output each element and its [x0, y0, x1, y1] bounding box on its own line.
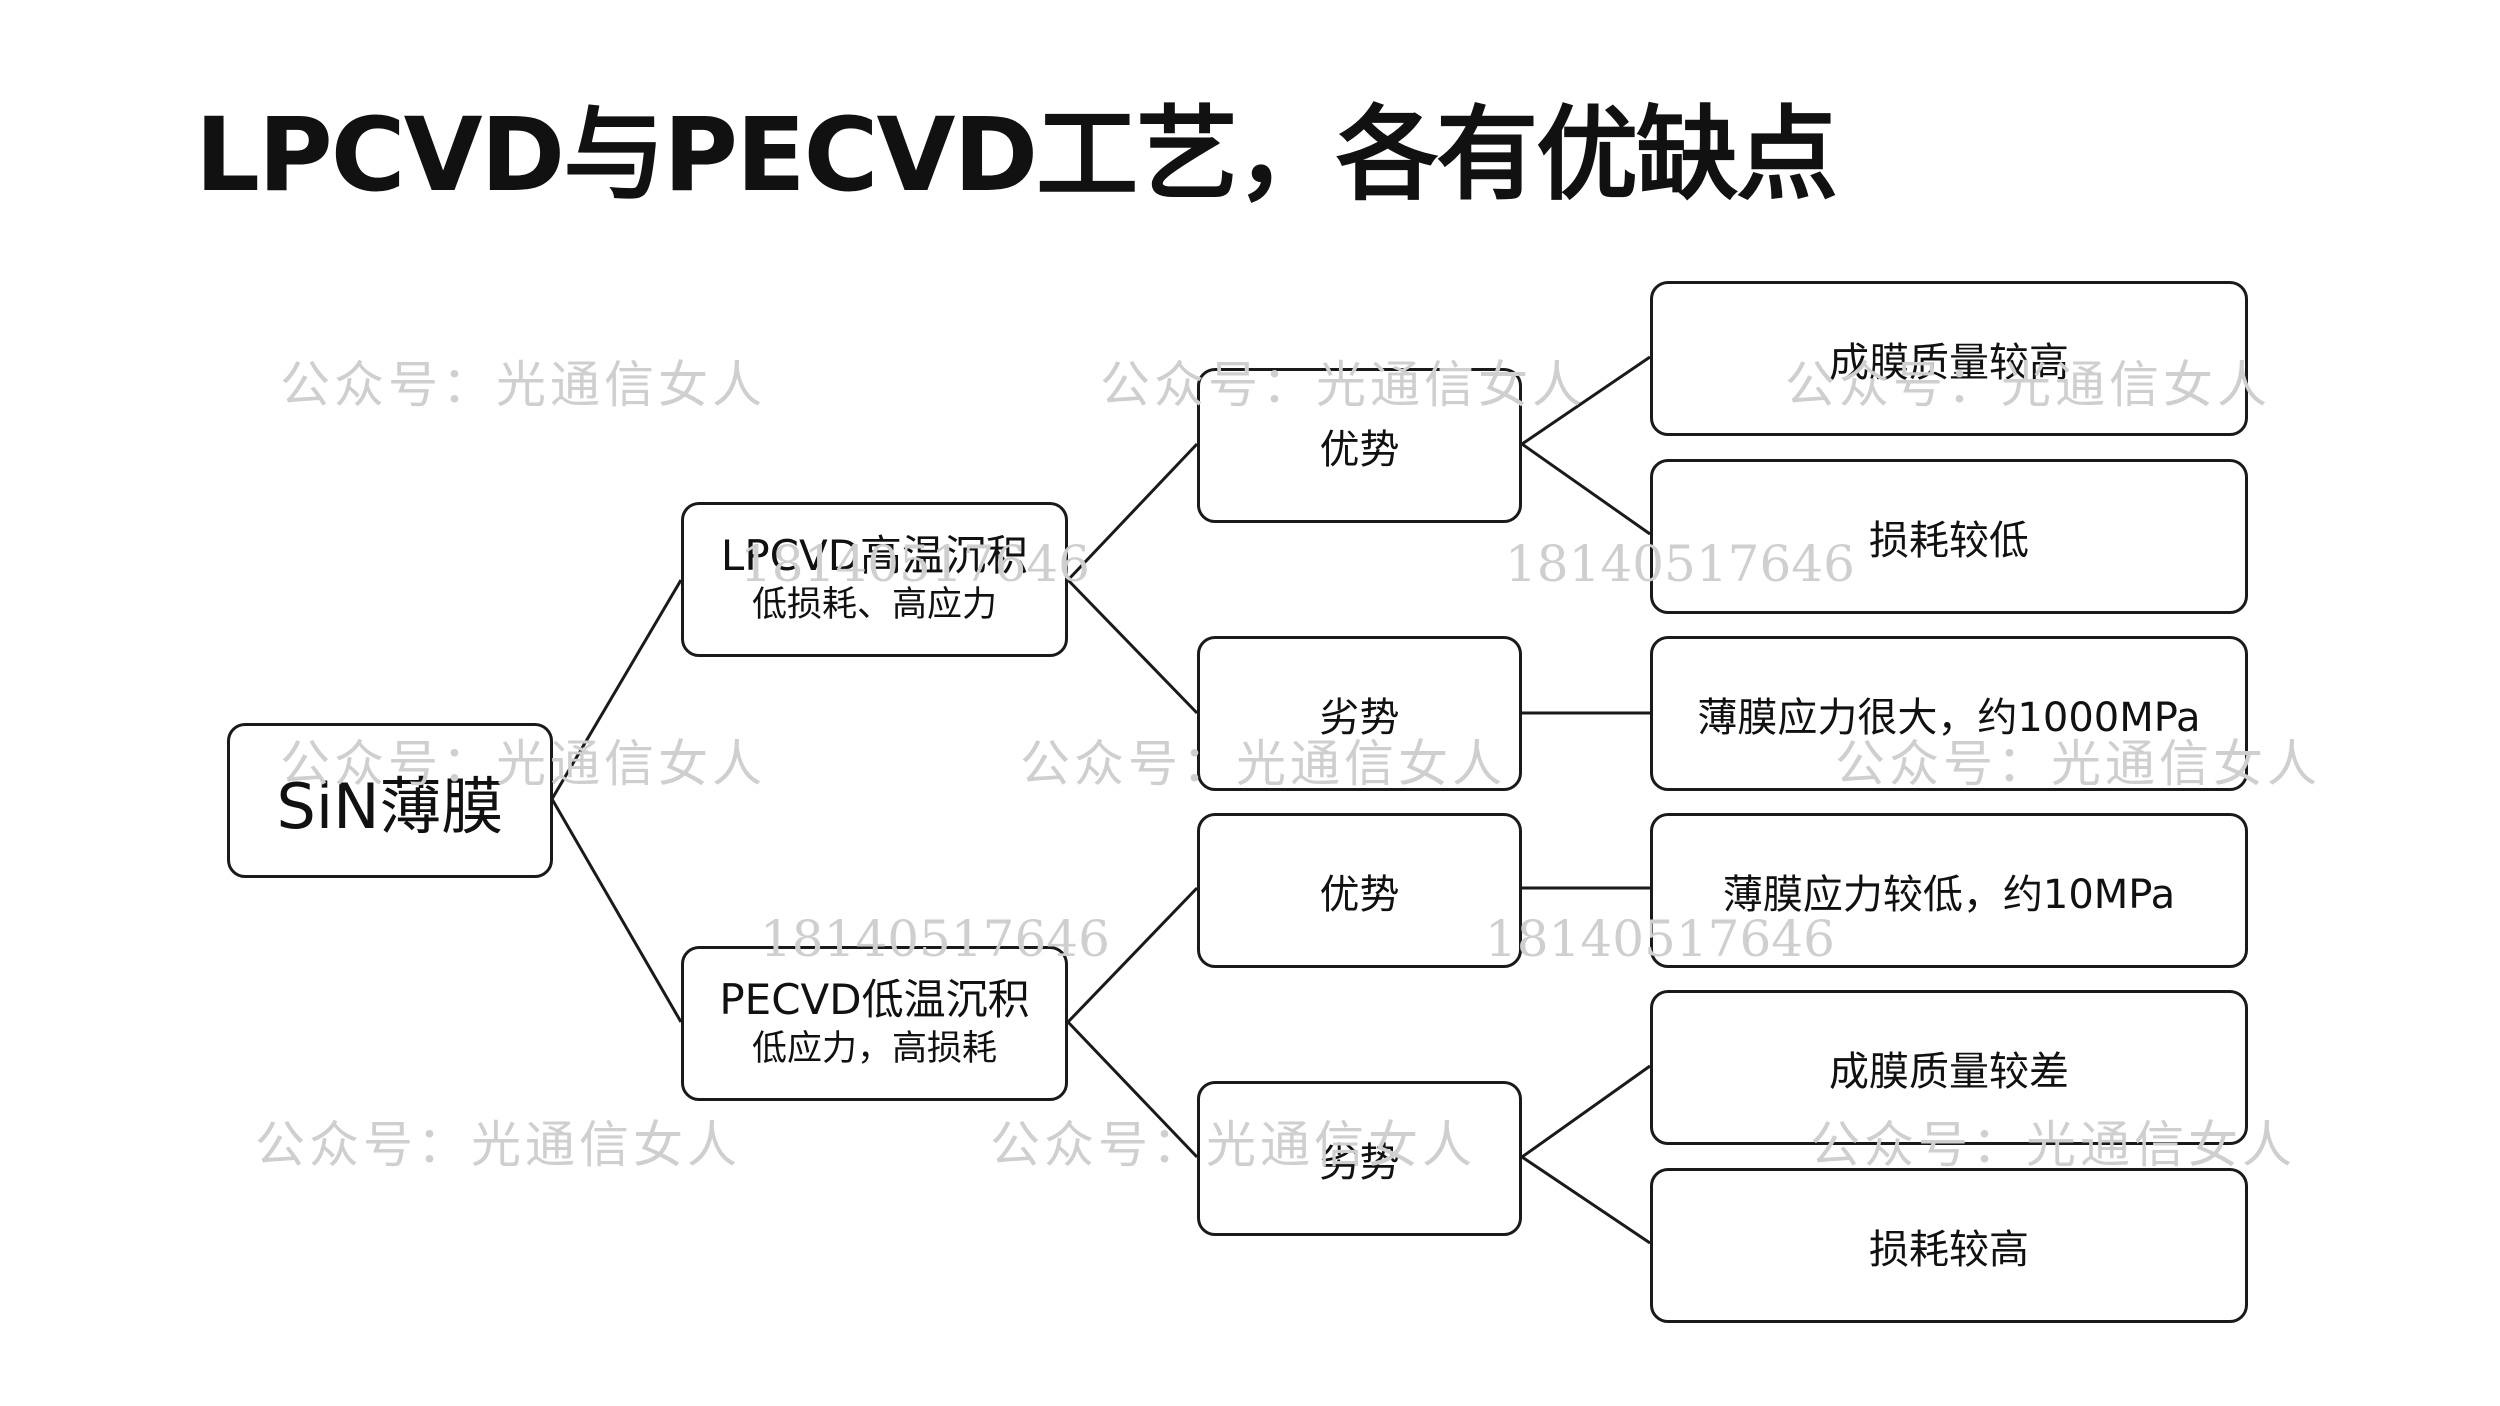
- node-lpcvd: LPCVD高温沉积 低损耗、高应力: [681, 502, 1068, 657]
- leaf-text: 损耗较高: [1869, 1226, 2029, 1273]
- node-pecvd-advantage: 优势: [1197, 813, 1522, 968]
- node-lpcvd-disadvantage: 劣势: [1197, 636, 1522, 791]
- node-lpcvd-advantage-label: 优势: [1319, 426, 1400, 473]
- connector-root-pecvd: [550, 798, 683, 1023]
- connector-pecvd-dis-item2: [1521, 1155, 1651, 1245]
- node-lpcvd-advantage: 优势: [1197, 368, 1522, 523]
- root-label: SiN薄膜: [276, 769, 504, 843]
- connector-lpcvd-adv-item1: [1521, 355, 1651, 446]
- node-lpcvd-disadvantage-label: 劣势: [1319, 694, 1400, 741]
- node-pecvd-label: PECVD低温沉积: [719, 974, 1030, 1024]
- node-lpcvd-sub: 低损耗、高应力: [751, 585, 997, 626]
- leaf-text: 成膜质量较高: [1829, 339, 2069, 386]
- leaf-lpcvd-adv-2: 损耗较低: [1650, 459, 2248, 614]
- connector-pecvd-advantage: [1066, 886, 1199, 1024]
- node-pecvd: PECVD低温沉积 低应力，高损耗: [681, 946, 1068, 1101]
- leaf-text: 成膜质量较差: [1829, 1048, 2069, 1095]
- connector-pecvd-dis-item1: [1521, 1064, 1651, 1159]
- leaf-text: 薄膜应力很大，约1000MPa: [1697, 694, 2201, 741]
- leaf-pecvd-dis-2: 损耗较高: [1650, 1168, 2248, 1323]
- root-node: SiN薄膜: [227, 723, 553, 878]
- node-pecvd-advantage-label: 优势: [1319, 871, 1400, 918]
- node-pecvd-sub: 低应力，高损耗: [751, 1029, 997, 1070]
- leaf-text: 损耗较低: [1869, 517, 2029, 564]
- leaf-pecvd-adv-1: 薄膜应力较低，约10MPa: [1650, 813, 2248, 968]
- leaf-text: 薄膜应力较低，约10MPa: [1722, 871, 2176, 918]
- node-pecvd-disadvantage: 劣势: [1197, 1081, 1522, 1236]
- leaf-pecvd-dis-1: 成膜质量较差: [1650, 990, 2248, 1145]
- connector-lpcvd-advantage: [1066, 442, 1199, 582]
- node-pecvd-disadvantage-label: 劣势: [1319, 1139, 1400, 1186]
- page-title: LPCVD与PECVD工艺，各有优缺点: [195, 96, 1838, 215]
- connector-root-lpcvd: [550, 579, 683, 800]
- connector-pecvd-disadvantage: [1066, 1020, 1199, 1159]
- node-lpcvd-label: LPCVD高温沉积: [720, 530, 1029, 580]
- leaf-lpcvd-dis-1: 薄膜应力很大，约1000MPa: [1650, 636, 2248, 791]
- connector-lpcvd-adv-item2: [1521, 442, 1651, 536]
- leaf-lpcvd-adv-1: 成膜质量较高: [1650, 281, 2248, 436]
- connector-lpcvd-disadvantage: [1066, 578, 1199, 715]
